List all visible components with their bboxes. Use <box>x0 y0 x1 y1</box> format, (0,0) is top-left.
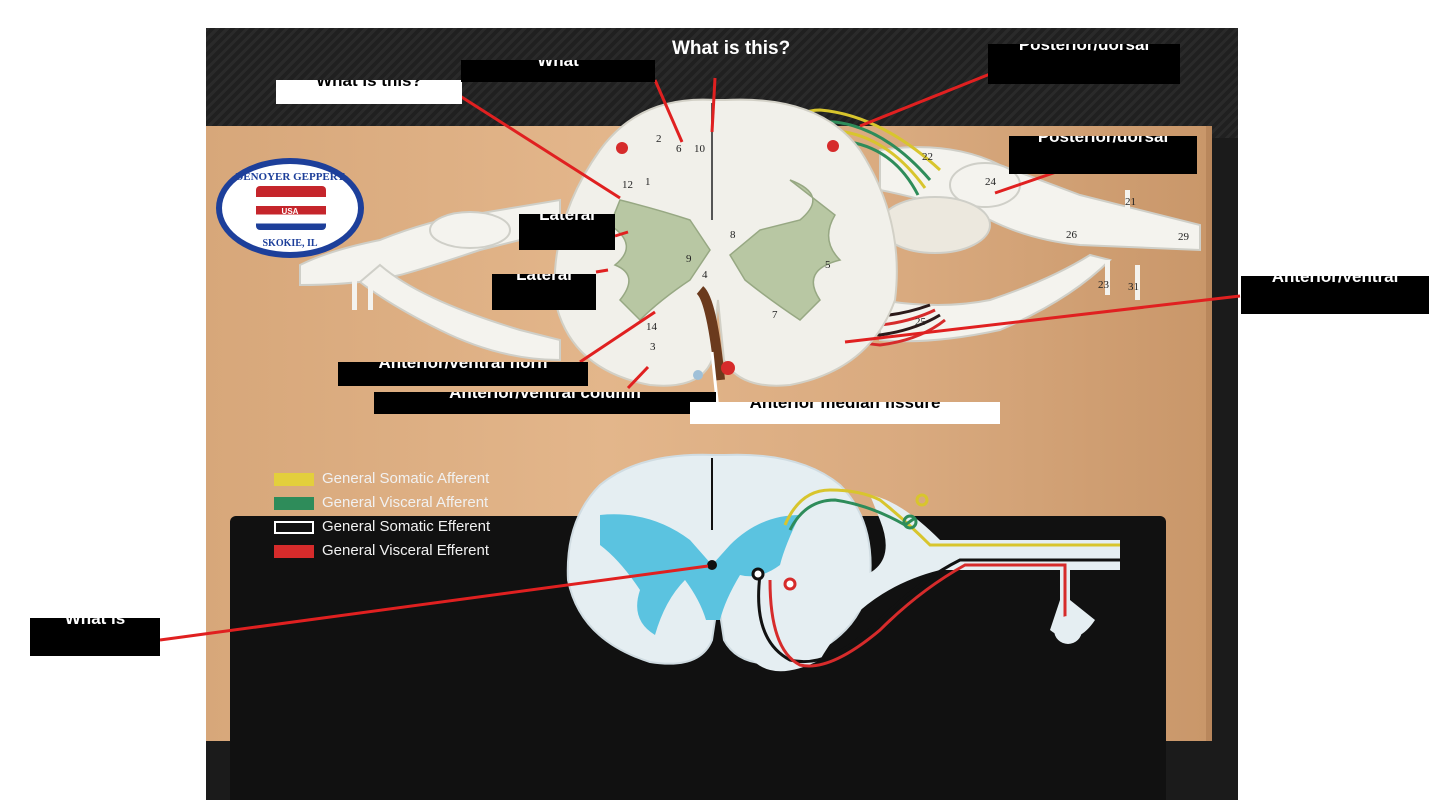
arrow-line <box>595 268 609 274</box>
question-label-top: What is this? <box>672 38 791 59</box>
legend-swatch-gve <box>274 545 314 558</box>
model-number: 24 <box>985 176 997 188</box>
model-number: 1 <box>645 176 651 188</box>
schematic-diagram <box>566 453 1120 672</box>
label-posterior-dorsal-2: Posterior/dorsal <box>1009 136 1197 174</box>
left-spinal-nerve <box>299 198 561 362</box>
label-text: Anterior/ventral column <box>449 392 641 402</box>
manufacturer-logo <box>216 158 364 258</box>
spinal-cord-model <box>553 98 898 387</box>
model-number: 14 <box>646 321 658 333</box>
label-text: Anterior/ventral <box>1271 276 1399 286</box>
model-number: 31 <box>1128 281 1139 293</box>
label-anterior-median-fissure: Anterior median fissure <box>690 402 1000 424</box>
label-lateral-2: Lateral <box>492 274 596 310</box>
legend-label-gve: General Visceral Efferent <box>322 542 490 559</box>
model-number: 25 <box>915 316 927 328</box>
model-number: 5 <box>825 259 831 271</box>
arrow-line <box>159 564 709 642</box>
label-lateral-1: Lateral <box>519 214 615 250</box>
model-number: 2 <box>656 133 662 145</box>
arrow-line <box>614 230 629 238</box>
model-number: 21 <box>1125 196 1136 208</box>
arrow-line <box>844 294 1241 344</box>
logo-text-bottom: SKOKIE, IL <box>262 238 317 249</box>
pointer-arrows <box>159 68 1241 642</box>
model-number: 23 <box>1098 279 1110 291</box>
model-number: 6 <box>676 143 682 155</box>
arrow-line <box>579 310 656 364</box>
arrow-line <box>626 365 650 390</box>
logo-text-center: USA <box>282 207 299 216</box>
label-text: What <box>537 60 579 70</box>
model-number: 8 <box>730 229 736 241</box>
label-text: Lateral <box>539 214 595 224</box>
label-anterior-ventral-column: Anterior/ventral column <box>374 392 716 414</box>
label-text: Anterior median fissure <box>749 402 941 412</box>
arrow-line <box>459 94 621 200</box>
label-text: Posterior/dorsal <box>1018 44 1150 54</box>
model-number: 4 <box>702 269 708 281</box>
legend-label-gva: General Visceral Afferent <box>322 494 489 511</box>
model-number: 7 <box>772 309 778 321</box>
right-spinal-nerve <box>879 146 1201 343</box>
arrow-line <box>710 77 717 133</box>
model-number: 9 <box>686 253 692 265</box>
model-number: 22 <box>922 151 933 163</box>
model-number: 10 <box>694 143 706 155</box>
legend-swatch-gsa <box>274 473 314 486</box>
label-text: Anterior/ventral horn <box>378 362 548 372</box>
label-text: What is <box>64 618 126 628</box>
label-posterior-dorsal-1: Posterior/dorsal <box>988 44 1180 84</box>
arrow-line <box>653 79 684 143</box>
model-number: 29 <box>1178 231 1190 243</box>
label-text: What is this? <box>316 80 422 90</box>
label-what-is-this-left: What is this? <box>276 80 462 104</box>
label-text: Posterior/dorsal <box>1037 136 1169 146</box>
logo-text-top: DENOYER GEPPERT <box>235 171 345 183</box>
arrow-line <box>710 351 720 411</box>
legend-swatch-gse <box>274 521 314 534</box>
legend-swatch-gva <box>274 497 314 510</box>
legend-label-gsa: General Somatic Afferent <box>322 470 490 487</box>
arrow-line <box>859 68 1001 128</box>
model-number: 26 <box>1066 229 1078 241</box>
model-number: 12 <box>622 179 633 191</box>
flag-emblem <box>256 186 326 230</box>
model-numbers: 12 1 2 6 10 9 8 4 14 3 7 5 22 24 26 29 2… <box>622 133 1190 353</box>
label-text: Lateral <box>516 274 572 284</box>
label-anterior-ventral-right: Anterior/ventral <box>1241 276 1429 314</box>
label-what-is-bottom: What is <box>30 618 160 656</box>
legend-label-gse: General Somatic Efferent <box>322 518 491 535</box>
label-anterior-ventral-horn: Anterior/ventral horn <box>338 362 588 386</box>
label-what-top: What <box>461 60 655 82</box>
model-number: 3 <box>650 341 656 353</box>
